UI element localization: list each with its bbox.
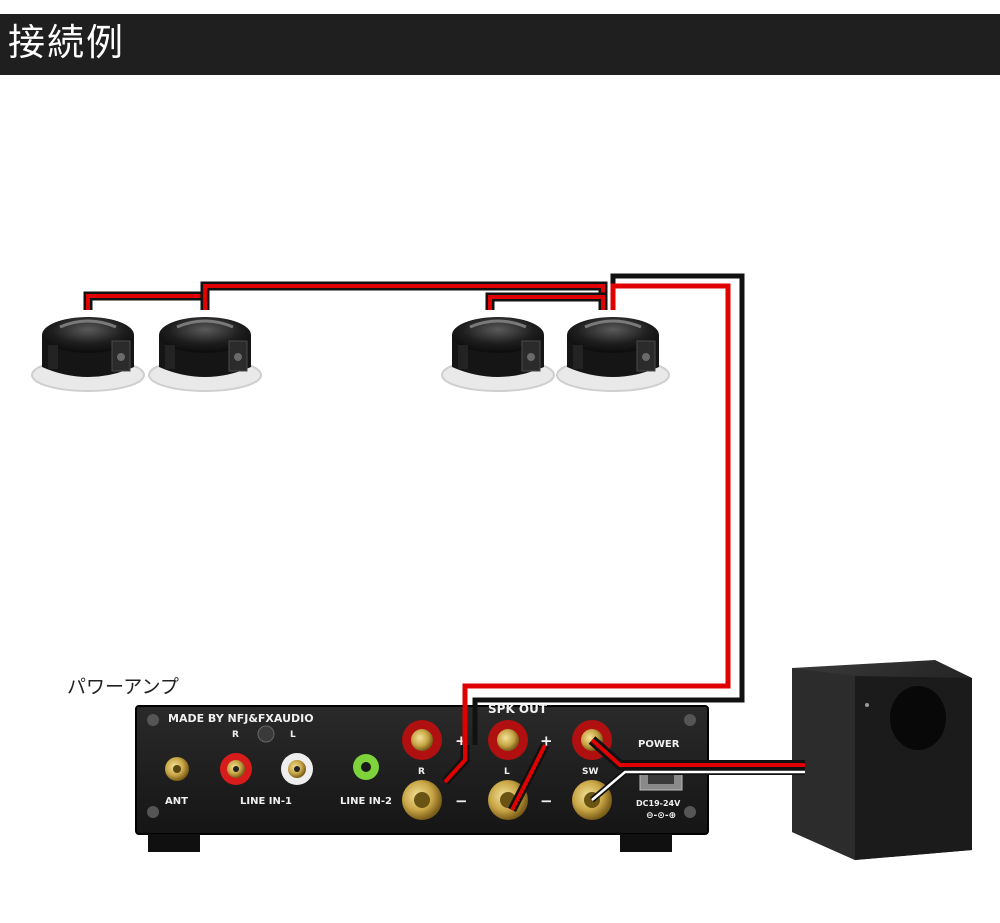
page-title: 接続例 [8,21,125,64]
ceiling-speaker-3 [440,315,556,393]
line-in-1-l-label: L [290,730,296,740]
sw-label: SW [582,767,598,777]
line-in-1-label: LINE IN-1 [240,796,292,807]
speaker-wiring [83,273,805,813]
spk-l-positive-terminal [488,720,528,760]
spk-l-minus-sign: − [540,792,553,810]
amp-caption: パワーアンプ [67,676,179,698]
amp-maker-label: MADE BY NFJ&FXAUDIO [168,712,314,725]
spk-l-label: L [504,767,510,777]
ceiling-speaker-1 [30,315,146,393]
title-bar: 接続例 [0,14,1000,75]
dc-polarity-icon: ⊖-⊙-⊕ [646,811,676,821]
power-label: POWER [638,739,680,750]
ant-label: ANT [165,796,188,807]
spk-r-minus-sign: − [455,792,468,810]
spk-r-label: R [418,767,425,777]
subwoofer [792,660,972,860]
spk-r-positive-terminal [402,720,442,760]
line-in-1-r-label: R [232,730,239,740]
line-in-2-label: LINE IN-2 [340,796,392,807]
dc-label: DC19-24V [636,799,681,808]
spk-r-negative-terminal [402,780,442,820]
ceiling-speaker-4 [555,315,671,393]
ceiling-speaker-2 [147,315,263,393]
spk-out-label: SPK OUT [488,702,548,716]
